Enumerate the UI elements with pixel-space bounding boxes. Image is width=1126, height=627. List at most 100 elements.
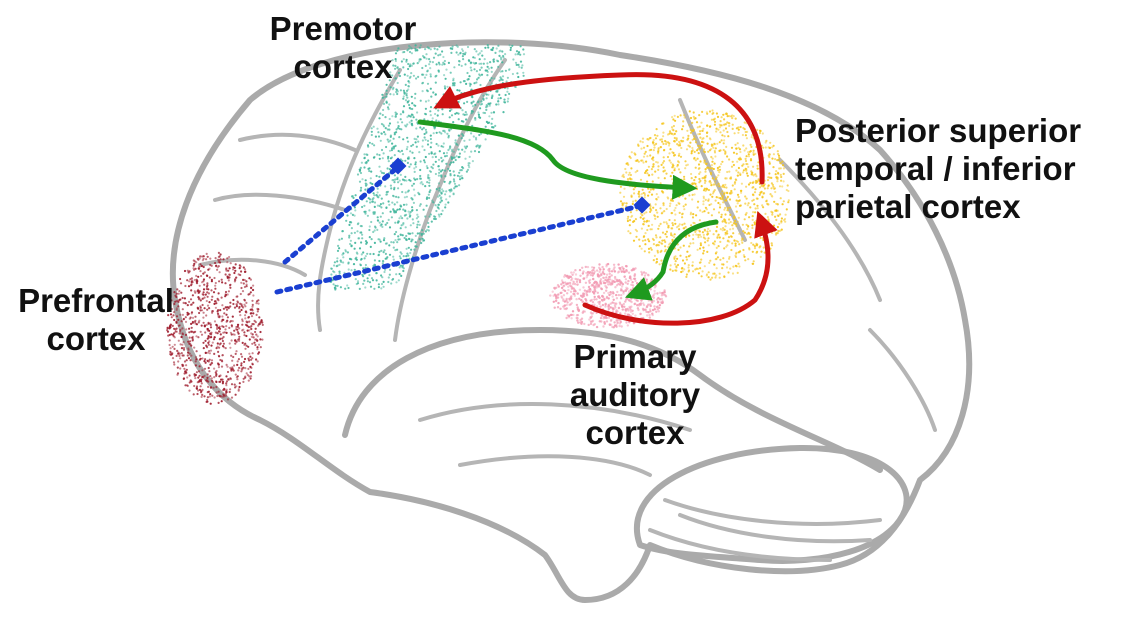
stipple-dot [381,283,383,285]
stipple-dot [689,254,691,256]
stipple-dot [231,383,233,385]
stipple-dot [683,178,685,180]
stipple-dot [772,186,774,188]
stipple-dot [383,251,385,253]
stipple-dot [775,234,777,236]
stipple-dot [684,198,686,200]
stipple-dot [608,308,610,310]
stipple-dot [655,203,657,205]
stipple-dot [213,368,215,370]
stipple-dot [418,151,420,153]
stipple-dot [644,194,646,196]
stipple-dot [509,44,511,46]
stipple-dot [354,232,356,234]
stipple-dot [750,170,752,172]
stipple-dot [389,226,391,228]
stipple-dot [413,116,415,118]
stipple-dot [200,380,202,382]
stipple-dot [760,237,762,239]
stipple-dot [437,165,439,167]
stipple-dot [387,191,389,193]
stipple-dot [630,297,632,299]
stipple-dot [363,153,365,155]
stipple-dot [653,149,655,151]
stipple-dot [598,263,600,265]
stipple-dot [360,187,362,189]
stipple-dot [242,381,244,383]
stipple-dot [244,358,246,360]
stipple-dot [469,139,471,141]
stipple-dot [643,220,645,222]
stipple-dot [767,218,769,220]
stipple-dot [754,188,756,190]
stipple-dot [430,73,432,75]
stipple-dot [232,356,234,358]
stipple-dot [618,294,620,296]
stipple-dot [493,78,495,80]
stipple-dot [391,149,393,151]
stipple-dot [191,303,193,305]
stipple-dot [708,276,710,278]
stipple-dot [211,362,213,364]
stipple-dot [723,118,725,120]
stipple-dot [726,197,728,199]
stipple-dot [661,138,663,140]
stipple-dot [655,285,657,287]
stipple-dot [714,124,716,126]
stipple-dot [196,279,198,281]
stipple-dot [662,170,664,172]
stipple-dot [663,221,665,223]
stipple-dot [738,129,740,131]
stipple-dot [466,72,468,74]
stipple-dot [686,139,688,141]
stipple-dot [685,256,687,258]
stipple-dot [338,239,340,241]
stipple-dot [385,96,387,98]
stipple-dot [765,141,767,143]
stipple-dot [773,201,775,203]
stipple-dot [651,224,653,226]
stipple-dot [218,292,220,294]
stipple-dot [241,318,243,320]
stipple-dot [722,184,724,186]
stipple-dot [398,217,400,219]
stipple-dot [370,246,372,248]
stipple-dot [497,45,499,47]
stipple-dot [591,284,593,286]
stipple-dot [464,151,466,153]
stipple-dot [419,175,421,177]
stipple-dot [191,283,193,285]
stipple-dot [672,224,674,226]
stipple-dot [258,323,260,325]
stipple-dot [472,101,474,103]
stipple-dot [709,194,711,196]
stipple-dot [415,141,417,143]
stipple-dot [787,184,789,186]
stipple-dot [709,138,711,140]
stipple-dot [750,242,752,244]
stipple-dot [365,255,367,257]
stipple-dot [485,138,487,140]
stipple-dot [748,233,750,235]
stipple-dot [718,245,720,247]
stipple-dot [739,151,741,153]
stipple-dot [410,249,412,251]
stipple-dot [605,290,607,292]
stipple-dot [366,154,368,156]
stipple-dot [682,120,684,122]
stipple-dot [723,247,725,249]
stipple-dot [374,206,376,208]
stipple-dot [777,150,779,152]
stipple-dot [716,143,718,145]
prefrontal-cortex-label: Prefrontal cortex [6,282,186,358]
stipple-dot [408,100,410,102]
stipple-dot [480,100,482,102]
stipple-dot [685,204,687,206]
stipple-dot [731,114,733,116]
stipple-dot [240,370,242,372]
stipple-dot [621,285,623,287]
stipple-dot [475,138,477,140]
stipple-dot [635,200,637,202]
stipple-dot [774,158,776,160]
stipple-dot [250,287,252,289]
